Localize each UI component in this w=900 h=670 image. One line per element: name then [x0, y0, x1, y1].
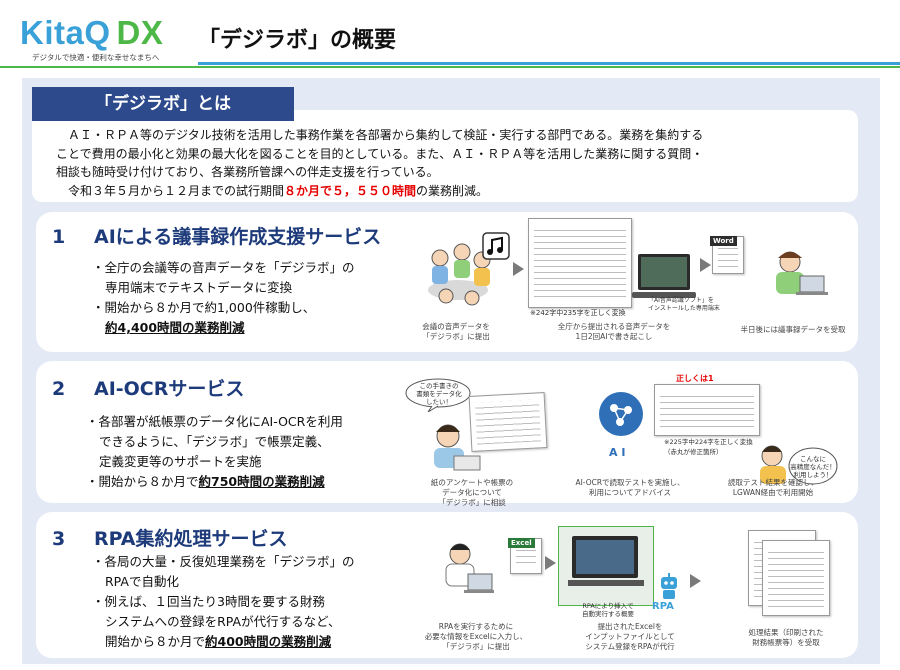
about-line: ＡＩ・ＲＰＡ等のデジタル技術を活用した事務作業を各部署から集約して検証・実行する…: [68, 128, 704, 142]
section-2-caption-2: AI-OCRで読取テストを実施し、利用についてアドバイス: [575, 478, 685, 497]
section-1-note: ※242字中235字を正しく変換: [530, 309, 626, 317]
person-thinking-illustration: [434, 424, 481, 471]
music-note-icon: [482, 232, 510, 260]
logo-tagline: デジタルで快適・便利な幸せなまちへ: [32, 53, 160, 62]
about-text: ＡＩ・ＲＰＡ等のデジタル技術を活用した事務作業を各部署から集約して検証・実行する…: [56, 126, 852, 200]
ocr-result-document: [654, 384, 760, 436]
section-3-caption-3: 処理結果（印刷された財務帳票等）を受取: [748, 628, 824, 647]
section-1-caption-3: 半日後には議事録データを受取: [740, 325, 846, 334]
meeting-people-illustration: [428, 243, 491, 306]
section-3-caption-1: RPAを実行するために必要な情報をExcelに入力し、「デジラボ」に提出: [424, 622, 528, 651]
section-1-bullets: ・全庁の会議等の音声データを「デジラボ」の 専用端末でテキストデータに変換 ・開…: [92, 260, 355, 335]
section-3-bullets: ・各局の大量・反復処理業務を「デジラボ」の RPAで自動化 ・例えば、１回当たり…: [92, 554, 355, 649]
financial-report-document: [762, 540, 830, 616]
about-line: 相談も随時受け付けており、各業務所管課への伴走支援を行っている。: [56, 165, 439, 179]
person-laptop-illustration: [776, 251, 828, 295]
page-title: 「デジラボ」の概要: [198, 28, 397, 53]
ai-brain-icon: [599, 392, 643, 436]
excel-tag: Excel: [508, 538, 535, 548]
section-2-bullets: ・各部署が紙帳票のデータ化にAI-OCRを利用 できるように、「デジラボ」で帳票…: [86, 414, 343, 489]
rpa-terminal-photo: [558, 526, 654, 606]
about-line: 令和３年５月から１２月までの試行期間８か月で５，５５０時間の業務削減。: [68, 183, 489, 198]
section-2-caption-1: 紙のアンケートや帳票のデータ化について「デジラボ」に相談: [430, 478, 514, 507]
laptop-terminal-illustration: [632, 254, 696, 298]
word-tag: Word: [710, 236, 737, 246]
person-smiling-illustration: [760, 445, 786, 484]
section-2-note: ※225字中224字を正しく変換（赤丸が修正箇所）: [664, 438, 753, 456]
bubble-text-2: こんなに高精度なんだ！利用しよう！: [790, 455, 836, 479]
arrow-right-icon: [513, 262, 524, 276]
about-line: ことで費用の最小化と効果の最大化を図ることを目的としている。また、ＡＩ・ＲＰＡ等…: [56, 146, 704, 161]
ai-label: A I: [609, 446, 626, 459]
header-rule-green: [0, 66, 900, 68]
rpa-terminal-caption: RPAにより挿入で自動実行する概要: [582, 602, 634, 618]
terminal-caption: 「AI音声認識ソフト」をインストールした専用端末: [648, 297, 720, 312]
section-3-caption-2: 提出されたExcelをインプットファイルとしてシステム登録をRPAが代行: [585, 622, 675, 651]
speech-bubble: [788, 447, 838, 485]
section-2-caption-3: 読取テスト結果を確認し、LGWAN経由で利用開始: [728, 478, 818, 497]
transcript-document: [528, 218, 632, 308]
section-1-caption-1: 会議の音声データを「デジラボ」に提出: [422, 322, 490, 341]
arrow-right-icon: [700, 258, 711, 272]
person-at-laptop-illustration: [445, 543, 494, 593]
rpa-label: RPA: [652, 601, 674, 612]
about-box: [32, 110, 858, 202]
arrow-right-icon: [545, 556, 556, 570]
rpa-robot-icon: [661, 573, 677, 599]
header-rule-blue: [198, 62, 900, 65]
section-3-panel: [36, 512, 858, 658]
arrow-right-icon: [690, 574, 701, 588]
bubble-text-1: この手書きの書類をデータ化したい！: [416, 382, 462, 406]
speech-bubble: [405, 378, 471, 412]
about-tab: 「デジラボ」とは: [32, 87, 294, 121]
highlight-hours: ８か月で５，５５０時間: [284, 183, 417, 198]
correction-label: 正しくは1: [676, 374, 714, 383]
